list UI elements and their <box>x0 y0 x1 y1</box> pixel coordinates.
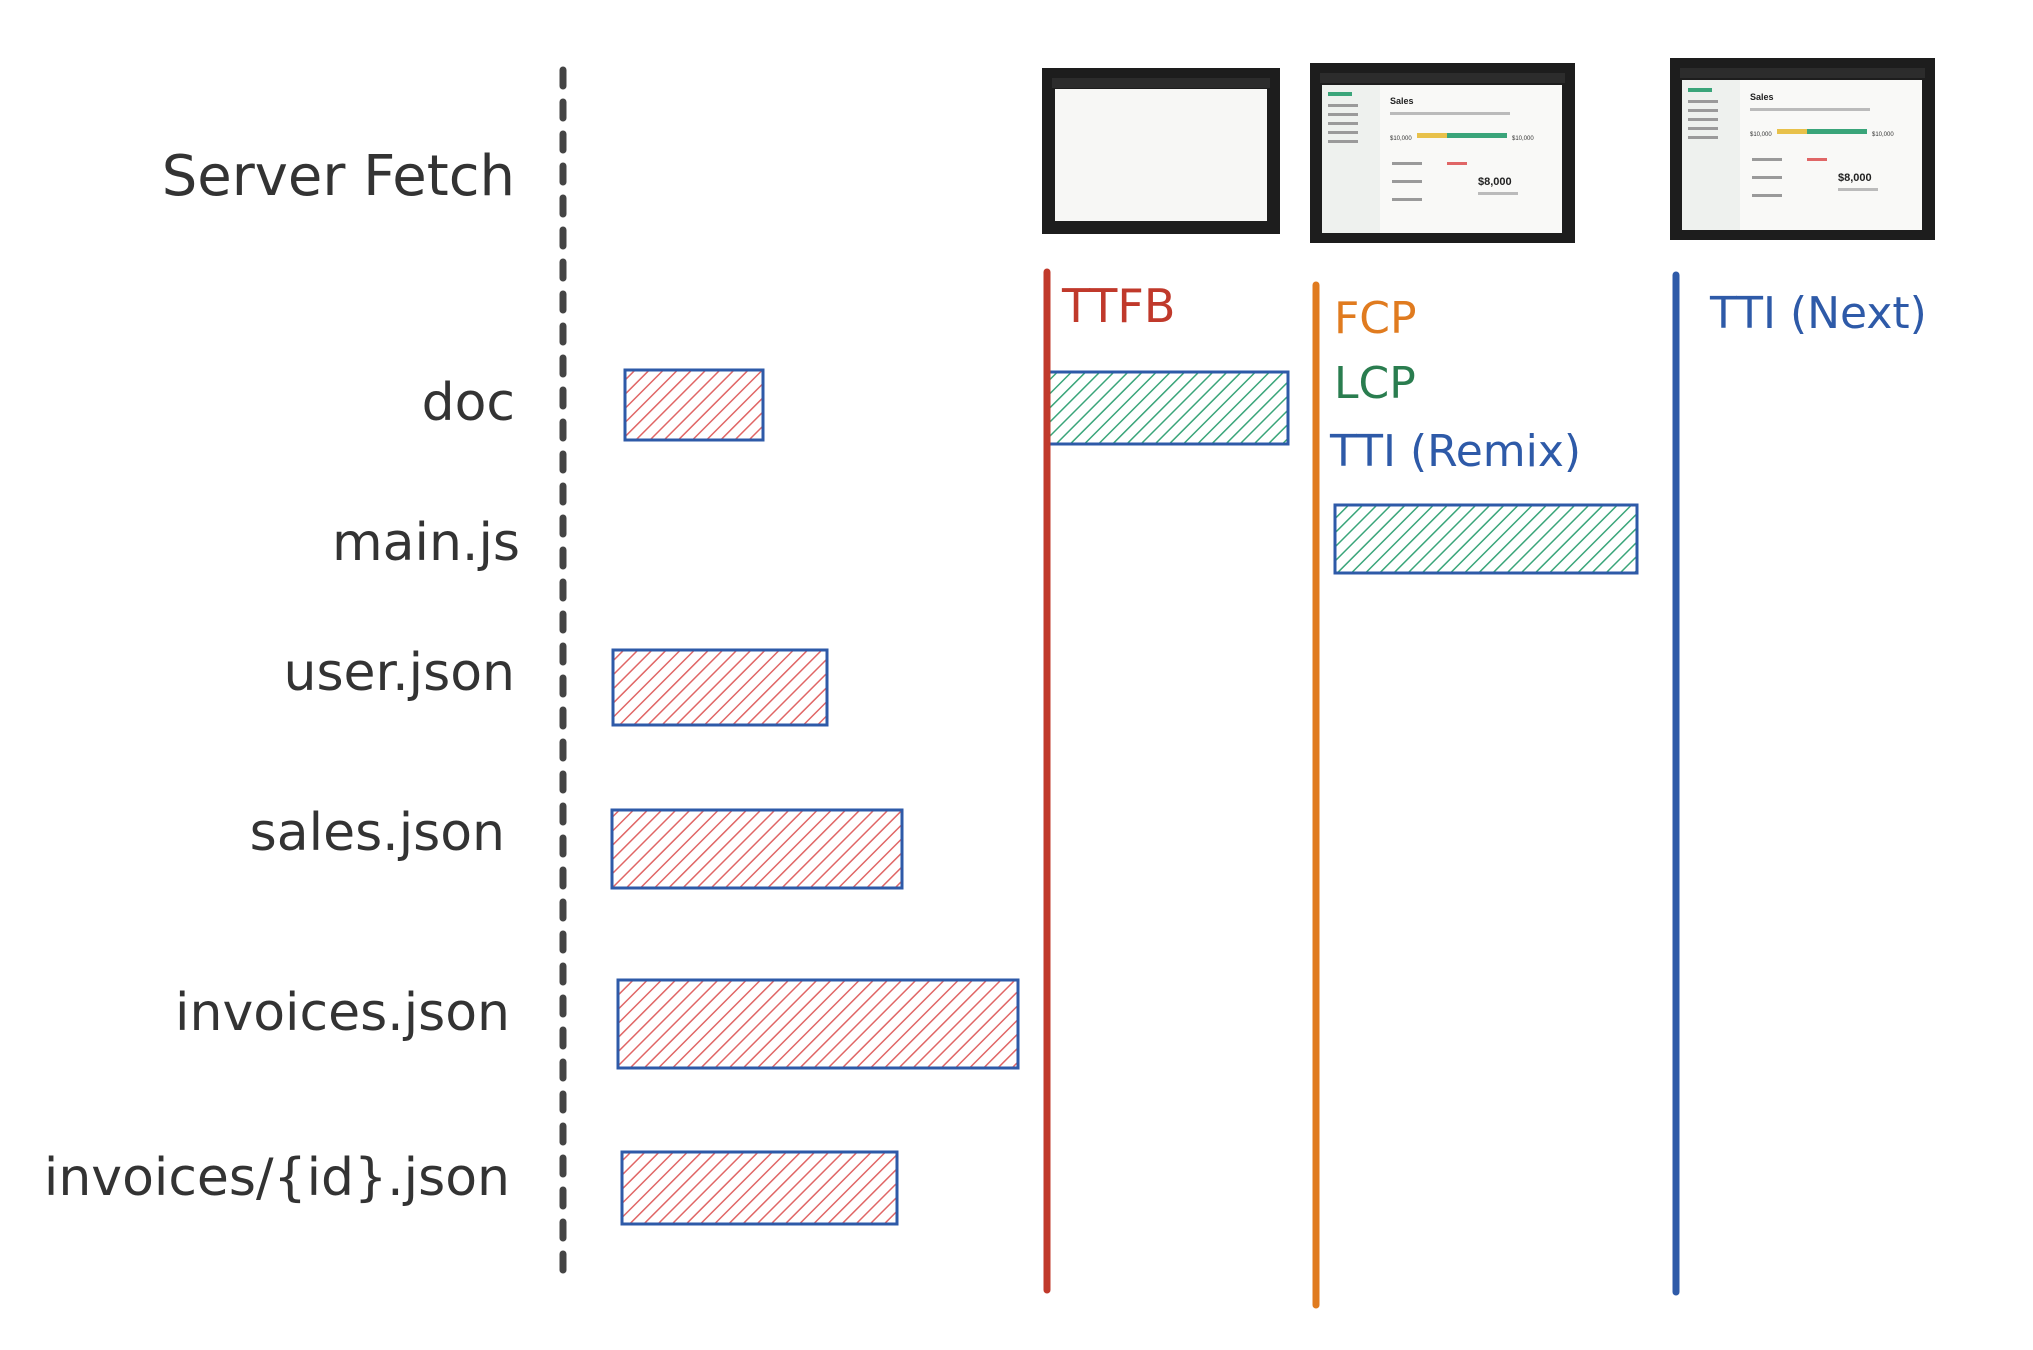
screenshot-page-2: Sales $10,000 $10,000 $8,000 <box>1670 58 1935 240</box>
tti-remix-label: TTI (Remix) <box>1329 426 1581 477</box>
fetch-bar-user-json <box>611 648 829 727</box>
screenshot-left-value: $10,000 <box>1390 136 1412 142</box>
diagram-title: Server Fetch <box>162 144 515 209</box>
fetch-bar-invoice-id-json <box>620 1150 899 1226</box>
label-sales-json: sales.json <box>250 803 505 863</box>
screenshot-big-value: $8,000 <box>1478 176 1512 188</box>
render-bar-doc <box>1046 370 1290 446</box>
label-invoice-id-json: invoices/{id}.json <box>44 1148 510 1208</box>
screenshot-left-value: $10,000 <box>1750 132 1772 138</box>
screenshot-right-value: $10,000 <box>1872 132 1894 138</box>
label-main-js: main.js <box>332 513 520 573</box>
screenshot-page-1: Sales $10,000 $10,000 $8,000 <box>1310 63 1575 243</box>
render-bar-main-js <box>1333 503 1639 575</box>
fetch-bar-sales-json <box>610 808 904 890</box>
screenshot-right-value: $10,000 <box>1512 136 1534 142</box>
screenshot-heading: Sales <box>1390 96 1414 106</box>
fetch-bar-invoices-json <box>616 978 1020 1070</box>
tti-next-label: TTI (Next) <box>1709 288 1927 339</box>
ttfb-label: TTFB <box>1061 279 1175 333</box>
fetch-bar-doc <box>623 368 765 442</box>
fcp-label: FCP <box>1334 293 1417 344</box>
label-doc: doc <box>422 373 515 433</box>
label-user-json: user.json <box>284 643 516 703</box>
lcp-label: LCP <box>1334 358 1416 409</box>
screenshot-blank <box>1042 68 1280 234</box>
label-invoices-json: invoices.json <box>175 983 510 1043</box>
screenshot-heading: Sales <box>1750 92 1774 102</box>
screenshot-big-value: $8,000 <box>1838 172 1872 184</box>
